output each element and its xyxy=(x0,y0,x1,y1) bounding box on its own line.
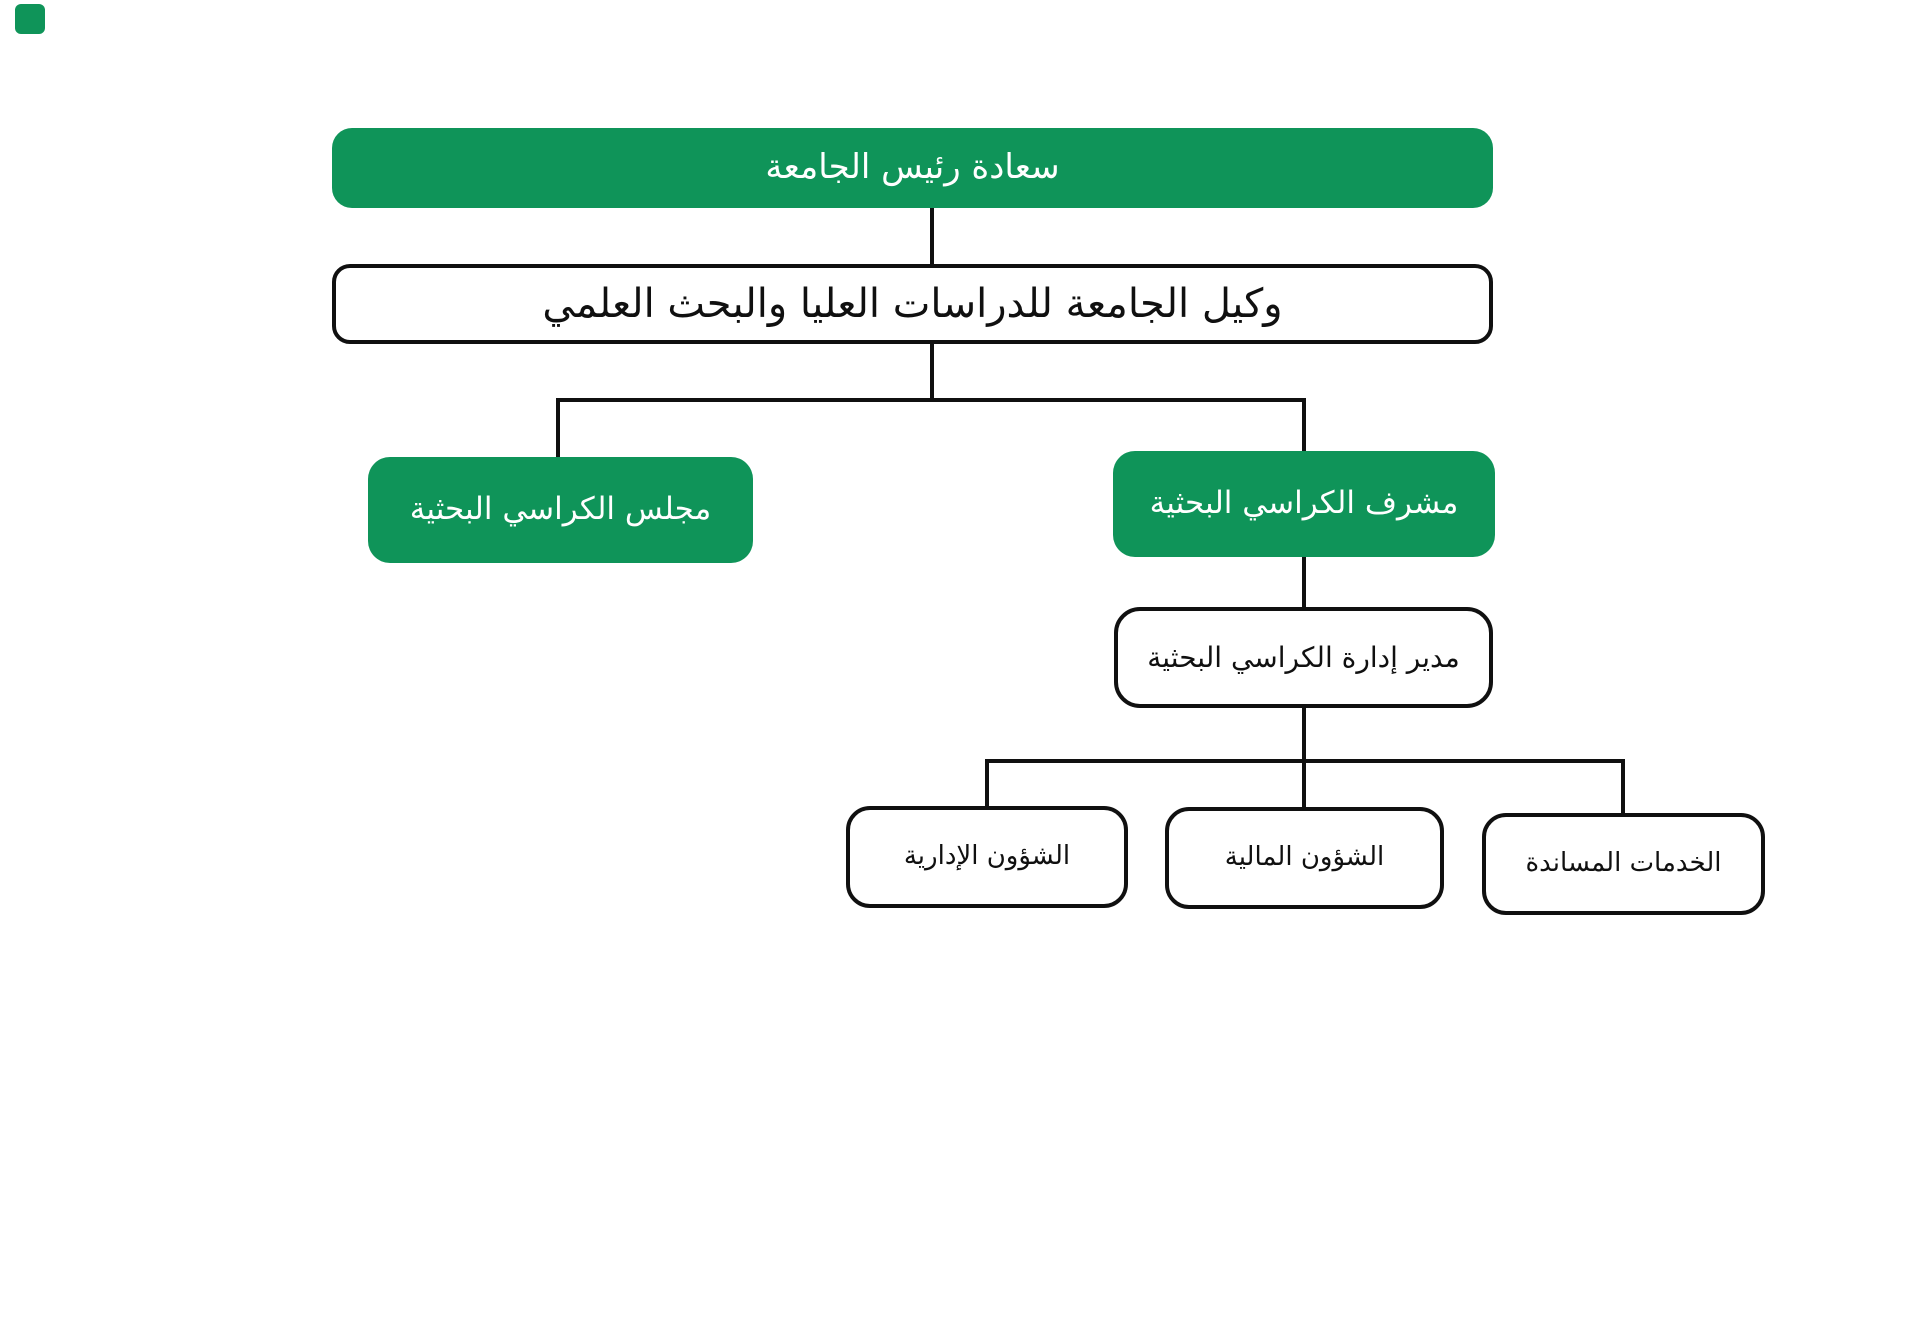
connector-vice-stub xyxy=(930,344,934,400)
connector-drop-financial xyxy=(1302,759,1306,807)
connector-level3-hline xyxy=(556,398,1306,402)
node-financial-affairs: الشؤون المالية xyxy=(1165,807,1444,909)
connector-drop-council xyxy=(556,398,560,457)
connector-director-stub xyxy=(1302,708,1306,761)
connector-supervisor-director xyxy=(1302,557,1306,607)
connector-drop-supervisor xyxy=(1302,398,1306,451)
node-vice-president: وكيل الجامعة للدراسات العليا والبحث العل… xyxy=(332,264,1493,344)
connector-drop-support xyxy=(1621,759,1625,813)
connector-president-vice xyxy=(930,208,934,264)
node-chairs-director: مدير إدارة الكراسي البحثية xyxy=(1114,607,1493,708)
node-president: سعادة رئيس الجامعة xyxy=(332,128,1493,208)
node-chairs-supervisor: مشرف الكراسي البحثية xyxy=(1113,451,1495,557)
node-chairs-council: مجلس الكراسي البحثية xyxy=(368,457,753,563)
node-support-services: الخدمات المساندة xyxy=(1482,813,1765,915)
connector-drop-admin xyxy=(985,759,989,806)
node-admin-affairs: الشؤون الإدارية xyxy=(846,806,1128,908)
cropped-green-shape xyxy=(15,4,45,34)
